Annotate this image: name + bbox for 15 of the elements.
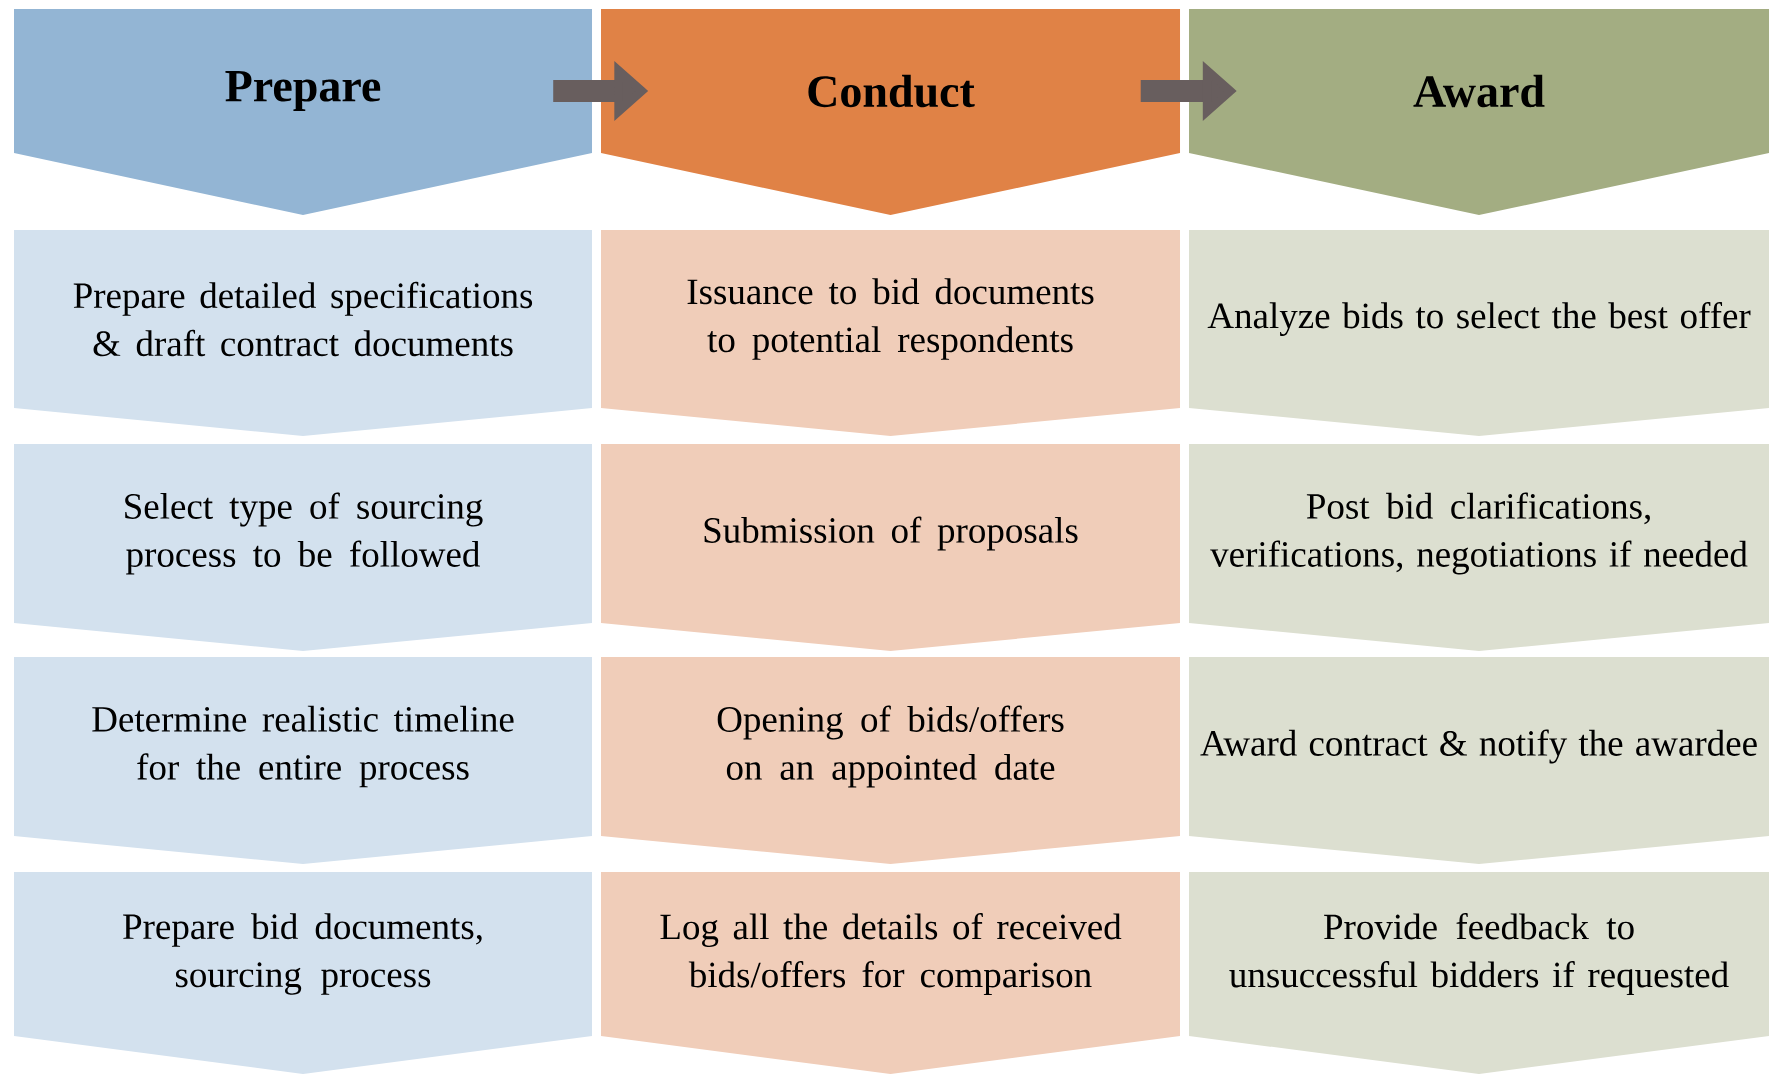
step-box: Select type of sourcing process to be followed [14,444,592,651]
step-box: Log all the details of received bids/offers for comparison [601,872,1180,1074]
step-box: Provide feedback to unsuccessful bidders if requested [1189,872,1769,1074]
step-box: Award contract & notify the awardee [1189,657,1769,864]
column-header: Conduct [601,9,1180,215]
step-box: Post bid clarifications, verifications, negotiations if needed [1189,444,1769,651]
step-box: Issuance to bid documents to potential respondents [601,230,1180,436]
step-box: Determine realistic timeline for the entire process [14,657,592,864]
step-box: Prepare bid documents, sourcing process [14,872,592,1074]
column-header: Award [1189,9,1769,215]
column-header: Prepare [14,9,592,215]
step-box: Prepare detailed specifications & draft contract documents [14,230,592,436]
step-box: Submission of proposals [601,444,1180,651]
step-box: Opening of bids/offers on an appointed date [601,657,1180,864]
step-box: Analyze bids to select the best offer [1189,230,1769,436]
